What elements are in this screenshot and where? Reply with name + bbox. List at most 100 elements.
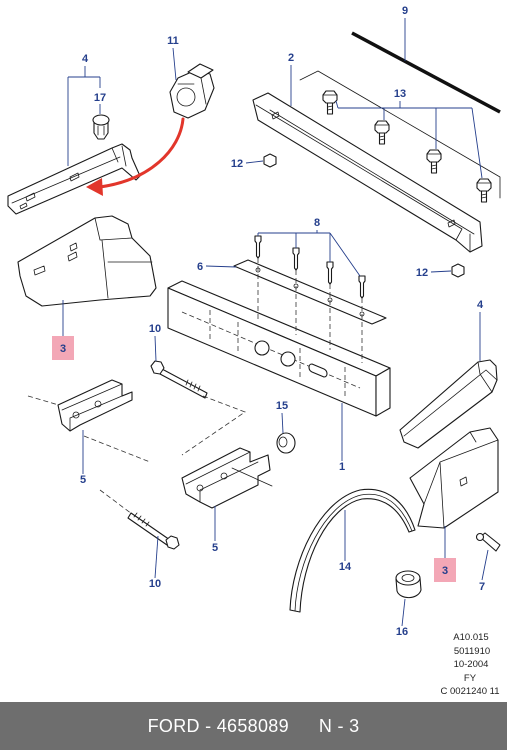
callout-13: 13 (394, 88, 406, 100)
pin-alignment-lines (257, 258, 363, 363)
callout-7: 7 (479, 581, 485, 593)
part-5-left-bracket (57, 379, 133, 432)
arrow-head-icon (86, 178, 103, 196)
pin-8 (292, 247, 300, 271)
callout-6: 6 (197, 261, 203, 273)
callout-11: 11 (167, 35, 179, 47)
callout-4-right: 4 (477, 299, 484, 311)
beam-end-plate (375, 367, 391, 417)
callout-14: 14 (339, 561, 352, 573)
bolt-13 (374, 120, 390, 145)
bolt-threads (426, 153, 442, 170)
panel-outline (409, 427, 499, 529)
assembly-dashed-lines (27, 395, 246, 515)
leader-line-7 (481, 549, 489, 581)
leader-line-10-top (154, 335, 157, 362)
highlight-box-3-left (52, 336, 74, 360)
highlight-box-3-right (434, 558, 456, 582)
clip-nut-details (177, 77, 207, 105)
part-5-middle-bracket (181, 447, 273, 509)
part-1-beam (167, 280, 391, 417)
bolt-threads (476, 182, 492, 199)
callout-5-middle: 5 (212, 542, 218, 554)
part-4-right-lining (399, 359, 498, 449)
leader-line-12-right (430, 270, 452, 273)
beam-slot (308, 363, 328, 378)
rail-edges (255, 104, 475, 253)
bushing-outer (276, 432, 296, 454)
bolt-head (374, 120, 390, 134)
panel-fold-lines (423, 431, 499, 529)
bolt-head (426, 149, 442, 163)
parts-diagram: 9 4 17 11 3 2 (7, 5, 501, 697)
part-3-left-panel (17, 215, 157, 307)
callout-15: 15 (276, 400, 288, 412)
moulding-inner-line (294, 493, 413, 612)
callout-8: 8 (314, 217, 320, 229)
bolt-shaft (159, 368, 208, 399)
leader-line-15 (281, 412, 284, 434)
beam-hole (254, 340, 270, 356)
callout-3-left: 3 (60, 343, 66, 355)
leader-line-4-17 (67, 66, 101, 166)
leader-line-8 (257, 230, 361, 277)
bolt-shank (378, 132, 386, 145)
footer-title: FORD - 4658089 (147, 715, 289, 736)
reference-line: A10.015 (453, 632, 488, 643)
cap-recess (401, 574, 415, 582)
panel-outline (17, 215, 157, 307)
clip-legs (97, 125, 105, 136)
pin-head (475, 532, 485, 542)
bolt-head (150, 360, 165, 375)
plate-outline (233, 259, 387, 325)
cap-top (395, 570, 421, 586)
callout-12-right: 12 (416, 267, 428, 279)
callout-12-top: 12 (231, 158, 243, 170)
leader-line-12-top (245, 160, 264, 164)
part-16-cap (395, 570, 422, 599)
part-4-upper-strip (7, 143, 141, 215)
part-14-arch-moulding (289, 488, 416, 613)
panel-fold-lines (94, 217, 153, 299)
bracket-hole (94, 400, 102, 408)
reference-line: 5011910 (454, 646, 490, 657)
rail-backing-plate (299, 70, 501, 199)
reference-block: A10.015 5011910 10-2004 FY C 0021240 11 (441, 632, 500, 697)
callout-9: 9 (402, 5, 408, 17)
bolt-13 (476, 178, 492, 203)
clip-nut-hole (176, 87, 196, 107)
bracket-hole (196, 484, 204, 492)
pin-8 (358, 275, 366, 299)
footer-page: N - 3 (318, 715, 360, 736)
bushing-inner (278, 436, 288, 448)
part-12-nut-right (451, 263, 465, 278)
bolt-shank (326, 102, 334, 115)
part-7-pin (475, 532, 501, 552)
part-9-seal-strip (351, 31, 501, 114)
part-10-upper-bolt (150, 360, 208, 399)
part-13-bolts (322, 90, 492, 203)
bolt-head (322, 90, 338, 104)
bolt-13 (426, 149, 442, 174)
pin-8 (254, 235, 262, 259)
part-12-nut-top (263, 153, 277, 168)
bolt-shank (480, 190, 488, 203)
clip-nut-tab (187, 63, 214, 79)
part-11-clip-nut (169, 63, 215, 119)
part-10-lower-bolt (127, 512, 180, 550)
install-arrow (86, 117, 185, 196)
callout-4-left: 4 (82, 53, 89, 65)
panel-slot (459, 476, 468, 487)
callout-5-left: 5 (80, 474, 86, 486)
reference-line: C 0021240 11 (441, 686, 500, 697)
part-15-bushing (276, 432, 296, 454)
bracket-hole (72, 411, 80, 419)
bolt-13 (322, 90, 338, 115)
callout-10-bottom: 10 (149, 578, 161, 590)
strip-outline (7, 143, 141, 215)
bracket-fold-lines (61, 383, 123, 432)
leader-line-6 (205, 265, 237, 268)
bolt-shaft (127, 512, 171, 546)
bolt-threads (322, 94, 338, 111)
panel-slots (33, 242, 78, 276)
